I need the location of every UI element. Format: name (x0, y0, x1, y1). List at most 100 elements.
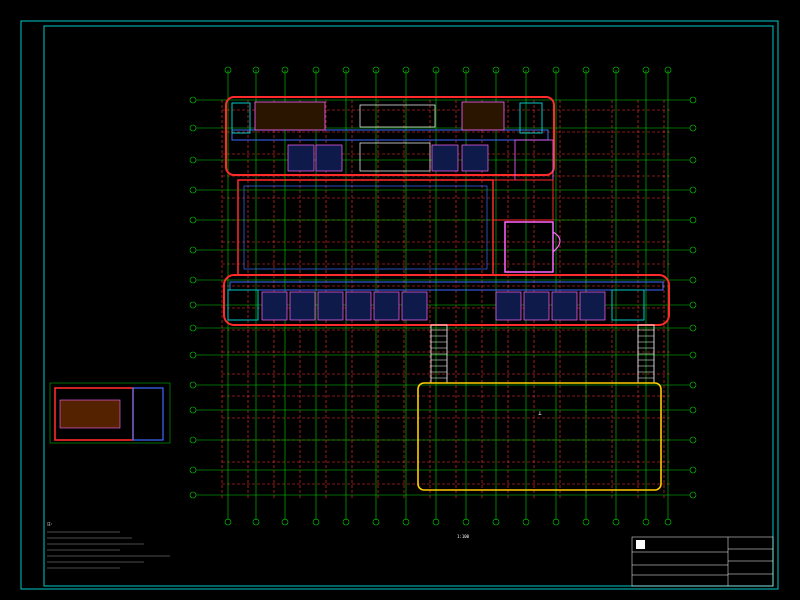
axis-bubble-right (689, 156, 697, 164)
axis-bubble-bottom (342, 518, 350, 526)
stair-lower-left (227, 289, 259, 321)
classroom-lower (523, 291, 550, 321)
drawing-scale: 1:100 (457, 534, 470, 539)
axis-bubble-bottom (312, 518, 320, 526)
axis-bubble-top (432, 66, 440, 74)
axis-bubble-right (689, 124, 697, 132)
classroom-lower (551, 291, 578, 321)
axis-bubble-left (189, 491, 197, 499)
classroom-lower (373, 291, 400, 321)
axis-bubble-left (189, 186, 197, 194)
courtyard-mid (359, 142, 431, 172)
axis-bubble-left (189, 324, 197, 332)
classroom-lower (345, 291, 372, 321)
lecture-hall-right (461, 101, 505, 131)
axis-bubble-right (689, 186, 697, 194)
courtyard-top (359, 104, 436, 128)
axis-bubble-right (689, 96, 697, 104)
axis-bubble-bottom (492, 518, 500, 526)
axis-bubble-top (312, 66, 320, 74)
axis-bubble-right (689, 381, 697, 389)
axis-bubble-bottom (612, 518, 620, 526)
axis-bubble-left (189, 246, 197, 254)
axis-bubble-right (689, 246, 697, 254)
classroom-lower (289, 291, 316, 321)
key-plan-wing (132, 387, 164, 441)
classroom-upper (315, 144, 343, 172)
stair-lower-right (611, 289, 645, 321)
axis-bubble-right (689, 276, 697, 284)
classroom-lower (317, 291, 344, 321)
axis-bubble-bottom (252, 518, 260, 526)
axis-bubble-top (342, 66, 350, 74)
axis-bubble-left (189, 466, 197, 474)
notes-heading: 注: (47, 521, 53, 526)
axis-bubble-bottom (372, 518, 380, 526)
classroom-upper (431, 144, 459, 172)
axis-bubble-bottom (522, 518, 530, 526)
south-corridor (229, 281, 664, 291)
classroom-lower (401, 291, 428, 321)
company-logo (636, 540, 645, 549)
axis-bubble-top (582, 66, 590, 74)
key-plan-hatch (59, 399, 121, 429)
axis-bubble-bottom (462, 518, 470, 526)
axis-bubble-right (689, 406, 697, 414)
axis-bubble-right (689, 351, 697, 359)
axis-bubble-left (189, 301, 197, 309)
axis-bubble-top (462, 66, 470, 74)
axis-bubble-left (189, 124, 197, 132)
axis-bubble-left (189, 351, 197, 359)
classroom-upper (461, 144, 489, 172)
axis-bubble-left (189, 276, 197, 284)
classroom-upper (287, 144, 315, 172)
axis-bubble-right (689, 491, 697, 499)
axis-bubble-top (252, 66, 260, 74)
axis-bubble-left (189, 381, 197, 389)
upper-classroom-row (287, 144, 489, 172)
axis-bubble-right (689, 436, 697, 444)
title-block (631, 536, 774, 587)
axis-bubble-bottom (642, 518, 650, 526)
north-corridor (231, 129, 549, 141)
axis-bubble-right (689, 301, 697, 309)
axis-bubble-top (642, 66, 650, 74)
axis-bubble-bottom (432, 518, 440, 526)
sports-field (417, 382, 662, 491)
key-plan (49, 382, 171, 444)
axis-bubble-left (189, 96, 197, 104)
axis-bubble-top (224, 66, 232, 74)
axis-bubble-top (402, 66, 410, 74)
central-hall (237, 179, 561, 276)
stair-upper-right (519, 102, 543, 134)
classroom-lower (261, 291, 288, 321)
axis-bubble-left (189, 216, 197, 224)
axis-bubble-bottom (224, 518, 232, 526)
upper-wing (225, 96, 555, 181)
axis-bubble-left (189, 156, 197, 164)
axis-bubble-bottom (582, 518, 590, 526)
sheet-outer-border (20, 20, 779, 590)
central-hall-inner (243, 185, 488, 270)
axis-bubbles (189, 66, 697, 526)
axis-bubble-right (689, 466, 697, 474)
general-notes: 注: (47, 521, 53, 526)
lower-classroom-row (261, 291, 606, 321)
central-hall-outline (237, 179, 494, 276)
stair-upper-left (231, 102, 251, 134)
notes-lines (47, 531, 170, 569)
axis-bubble-top (372, 66, 380, 74)
field-mark: ⊥ (538, 410, 542, 417)
lecture-hall-left (254, 101, 326, 131)
classroom-lower (579, 291, 606, 321)
sheet-inner-border (43, 25, 774, 587)
connector-block (492, 179, 554, 221)
axis-bubble-right (689, 216, 697, 224)
title-block-frame (631, 536, 774, 587)
axis-bubble-bottom (552, 518, 560, 526)
walkway-steps (431, 329, 654, 379)
axis-bubble-left (189, 406, 197, 414)
axis-bubble-top (552, 66, 560, 74)
annex-room (504, 221, 554, 273)
